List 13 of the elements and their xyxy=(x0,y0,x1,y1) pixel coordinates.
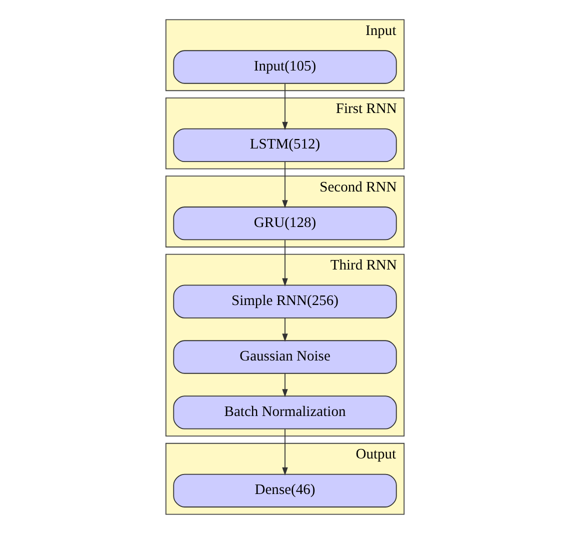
node-box: Dense(46) xyxy=(173,474,397,508)
arrow xyxy=(282,161,288,208)
node-box: Input(105) xyxy=(173,50,397,84)
node-box: Simple RNN(256) xyxy=(173,284,397,318)
arrow xyxy=(282,240,288,286)
arrow xyxy=(282,372,288,398)
arrow xyxy=(282,428,288,476)
arrow xyxy=(282,83,288,130)
node-box: LSTM(512) xyxy=(173,128,397,162)
node-box: Batch Normalization xyxy=(173,396,397,430)
node-box: Gaussian Noise xyxy=(173,340,397,374)
node-box: GRU(128) xyxy=(173,206,397,240)
arrow xyxy=(282,318,288,342)
